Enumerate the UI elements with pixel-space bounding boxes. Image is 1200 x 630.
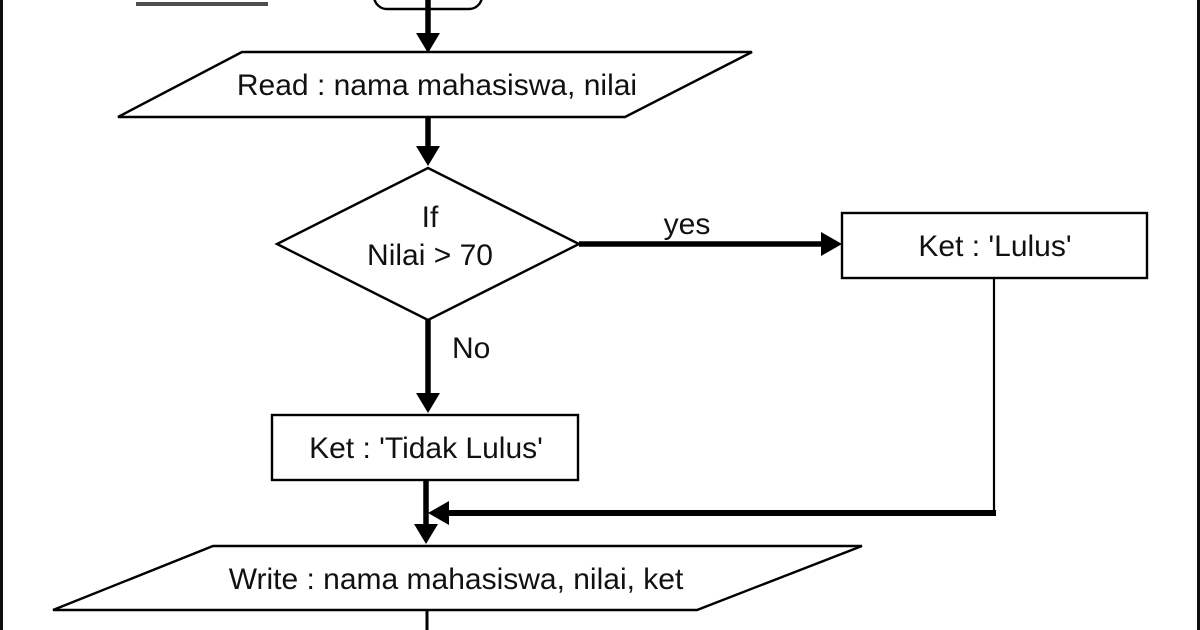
read-input-label: Read : nama mahasiswa, nilai — [237, 69, 637, 102]
edge-no-label: No — [452, 332, 490, 365]
edge-yes-arrowhead-icon — [821, 232, 842, 256]
ket-lulus-label: Ket : 'Lulus' — [918, 230, 1071, 263]
edge-no-arrowhead-icon — [416, 393, 440, 413]
read-input-shape — [117, 50, 753, 119]
write-output-shape — [52, 544, 863, 612]
left-edge-bar — [0, 0, 3, 630]
edge-start-to-read-arrowhead-icon — [416, 33, 440, 53]
ket-lulus-shape — [840, 211, 1149, 280]
edge-yes-label: yes — [664, 208, 711, 241]
right-edge-bar — [1197, 0, 1200, 630]
edge-read-to-decision-arrowhead-icon — [416, 146, 440, 166]
cropped-title-underline — [136, 2, 268, 6]
edge-lulus-return-arrowhead-icon — [428, 501, 449, 525]
edge-tidak-to-write-arrowhead-icon — [414, 524, 438, 544]
decision-label-line2: Nilai > 70 — [367, 239, 493, 272]
decision-label-line1: If — [422, 201, 439, 234]
write-output-label: Write : nama mahasiswa, nilai, ket — [229, 563, 684, 596]
ket-tidak-lulus-label: Ket : 'Tidak Lulus' — [309, 432, 543, 465]
